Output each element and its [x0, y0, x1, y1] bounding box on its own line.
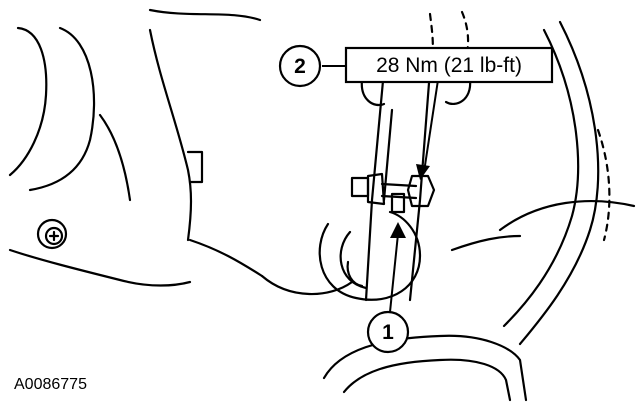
arrow-to-lug — [390, 222, 406, 238]
right-dashed-hidden — [596, 128, 611, 242]
bolt-collar — [366, 172, 386, 206]
callout-2-circle — [278, 44, 322, 88]
pedal-arm-right-edge — [408, 68, 432, 302]
leader-lines — [322, 65, 439, 313]
housing-arch-left — [188, 238, 264, 278]
pedal-arm-shading — [382, 108, 394, 202]
pedal-plate-inner — [342, 358, 512, 402]
callout-1-circle — [366, 310, 410, 354]
left-bracket-outline — [8, 26, 48, 177]
right-panel-outer — [518, 20, 600, 346]
housing-arch-right — [260, 274, 354, 296]
panel-tab — [186, 150, 204, 184]
callout-2-number: 2 — [294, 55, 306, 78]
pivot-circle-shade — [346, 260, 364, 288]
pivot-lug — [390, 192, 406, 214]
leader-callout-1 — [389, 233, 399, 313]
left-round-fastener-inner — [44, 226, 64, 246]
arm-fork-left — [360, 78, 386, 107]
nut-hex — [406, 174, 436, 208]
pedal-arm-left-edge — [364, 68, 386, 302]
torque-spec-text: 28 Nm (21 lb-ft) — [376, 54, 522, 77]
left-panel-contour — [98, 113, 132, 202]
callout-2: 2 28 Nm (21 lb-ft) — [278, 44, 554, 88]
right-panel-inner — [502, 28, 580, 328]
leader-arrowheads — [390, 164, 430, 238]
bolt-head — [350, 176, 370, 198]
left-fastener-mark — [48, 230, 60, 242]
pedal-plate-outer — [322, 334, 528, 402]
callout-1: 1 — [366, 310, 410, 354]
pivot-circle-inner — [339, 230, 368, 290]
left-round-fastener — [36, 218, 68, 250]
left-bracket-inner — [28, 26, 96, 192]
bolt-shaft — [380, 182, 418, 200]
torque-spec-box — [344, 46, 554, 84]
arm-fork-right — [444, 78, 472, 106]
left-panel-edge — [148, 28, 193, 242]
leader-callout-2-to-nut — [423, 79, 439, 173]
figure-id: A0086775 — [14, 376, 87, 393]
callout-1-number: 1 — [382, 321, 394, 344]
housing-top-left — [148, 8, 262, 22]
mechanical-outlines — [8, 8, 636, 402]
right-lower-curve — [450, 234, 522, 252]
arrow-to-nut — [416, 164, 430, 180]
right-lower-edge — [498, 199, 636, 232]
left-panel-lower — [8, 248, 192, 287]
